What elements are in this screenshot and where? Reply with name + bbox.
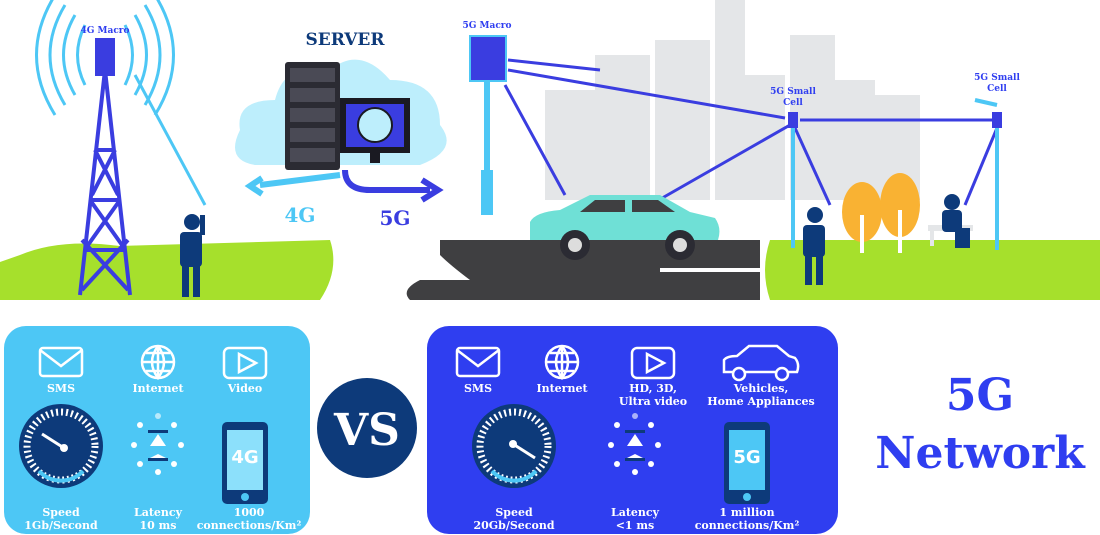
person-icon [803,207,825,285]
envelope-icon [38,346,84,378]
hourglass-icon [608,413,661,475]
title-line-1: 5G [945,370,1015,421]
play-icon [630,346,676,380]
macro-5g-label: 5G Macro [462,21,511,31]
signal-waves-icon [35,0,175,116]
vs-label: VS [333,405,400,456]
grass-left [0,240,334,300]
tower-4g [78,38,132,296]
car-outline-icon [722,344,800,374]
latency-5g: Latency<1 ms [610,506,660,532]
small-cell-2-label: 5G Small [974,73,1020,83]
envelope-icon [455,346,501,378]
svg-text:Cell: Cell [783,98,803,108]
feature-internet-label: Internet [132,382,184,395]
panel-5g-icons [455,344,800,504]
tree-icon [842,173,920,253]
speedometer-icon [472,404,556,488]
title-line-2: Network [875,428,1085,479]
car-icon [530,195,720,260]
speedometer-icon [19,404,103,488]
svg-text:Cell: Cell [987,84,1007,94]
person-icon [180,214,205,297]
server-icon [285,62,340,170]
feature-sms-label: SMS [46,382,76,395]
bench-person-icon [928,194,973,248]
feature-vehicles-label: Vehicles,Home Appliances [707,382,815,408]
hourglass-icon [131,413,184,475]
phone-5g-icon [724,422,770,504]
road-marking [660,268,760,272]
phone-4g-text: 4G [231,447,259,468]
arrow-4g [244,172,341,197]
feature-internet-label: Internet [536,382,588,395]
pole [484,80,490,215]
small-cell-1 [788,112,798,128]
feature-video-label: HD, 3D,Ultra video [618,382,688,408]
tower-4g-label: 4G Macro [80,26,129,36]
monitor-globe-icon [340,98,410,163]
small-cell-2 [992,112,1002,128]
panel-4g-icons [19,344,268,504]
panel-5g: SMS Internet HD, 3D,Ultra video Vehicles… [427,326,838,534]
small-cell-1-label: 5G Small [770,87,816,97]
phone-4g-icon [222,422,268,504]
city-buildings [545,0,920,200]
arrow-5g [342,169,444,203]
vs-badge [317,378,417,478]
arrow-4g-label: 4G [285,203,316,227]
grass-right [765,240,1100,300]
connection-arrows [503,58,999,207]
antenna-5g-macro [469,35,507,82]
feature-video-label: Video [227,382,263,395]
play-icon [222,346,268,380]
feature-sms-label: SMS [463,382,493,395]
server-label: SERVER [305,30,385,50]
phone-5g-text: 5G [733,447,761,468]
signal-arrow [133,74,207,206]
arrow-5g-label: 5G [380,206,411,230]
